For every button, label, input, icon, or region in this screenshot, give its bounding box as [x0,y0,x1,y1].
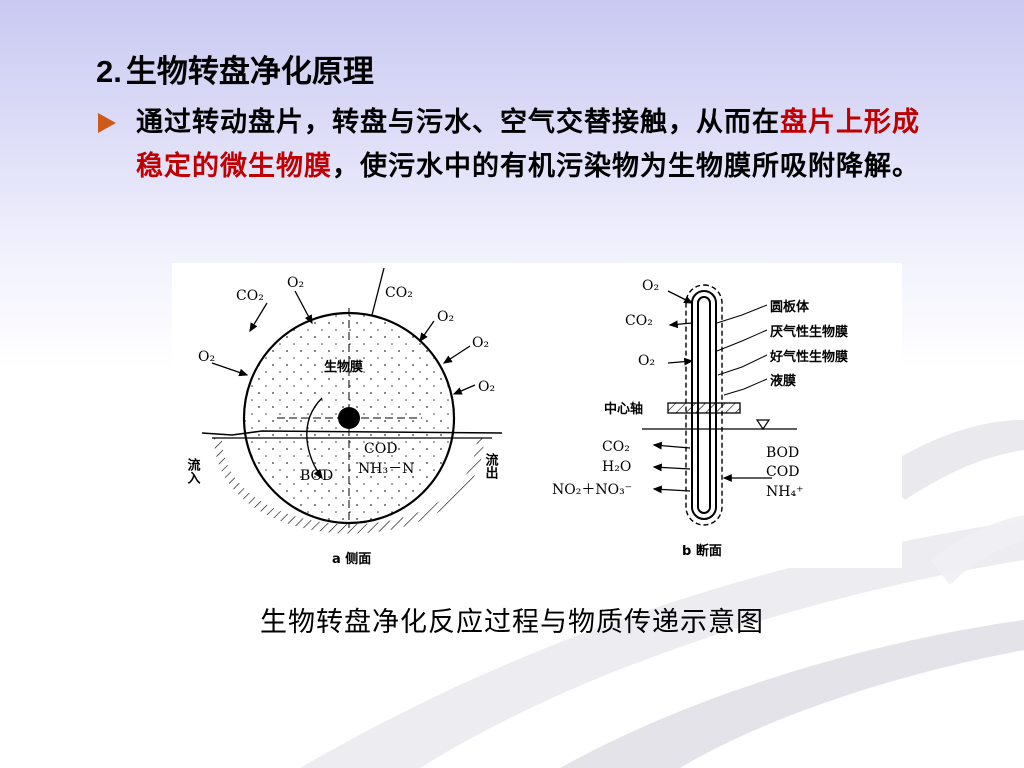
label-co2-b: CO₂ [385,285,413,301]
co2-out-arrow-b [668,320,693,329]
label-biofilm: 生物膜 [324,359,363,375]
label-axis: 中心轴 [604,401,643,417]
label-aerobic: 好气性生物膜 [769,349,848,365]
label-o2-c: O₂ [472,335,489,351]
label-o2-d: O₂ [478,379,495,395]
o2-in-arrow-d [452,384,476,395]
label-outflow: 流出 [483,452,499,480]
o2-in-arrow-a [294,290,313,325]
water-level-icon [755,419,771,431]
paragraph-highlight: 盘片上形成稳定的微生物膜 [136,107,920,182]
diagram-svg: CO₂ O₂ CO₂ O₂ O₂ O₂ O₂ 生物膜 COD NH₃－N BOD… [185,267,848,567]
h2o-arrow [652,463,691,472]
leader-disc [716,304,768,324]
co2-out-arrow [249,302,268,333]
label-o2-mid: O₂ [638,353,655,369]
section-view-caption: b 断面 [682,543,722,559]
label-inflow: 流入 [185,457,201,484]
label-o2-left: O₂ [198,349,215,365]
leader-liquid [723,378,768,396]
o2-in-arrow-c [442,345,471,364]
label-bod: BOD [300,468,333,484]
label-o2-top: O₂ [642,278,659,294]
leader-aerobic [717,354,768,376]
leader-anaerobic [716,329,768,352]
title-text: 生物转盘净化原理 [125,54,374,90]
figure-caption: 生物转盘净化反应过程与物质传递示意图 [260,607,764,638]
arrow-bullet-icon [98,113,116,133]
center-axis-plate [667,402,741,414]
label-nh3n: NH₃－N [358,461,414,477]
side-view: CO₂ O₂ CO₂ O₂ O₂ O₂ O₂ 生物膜 COD NH₃－N BOD… [185,267,503,567]
o2-mid-arrow [667,357,694,366]
o2-in-arrow-left [211,362,249,377]
bullet-paragraph: 通过转动盘片，转盘与污水、空气交替接触，从而在盘片上形成稳定的微生物膜，使污水中… [136,101,936,189]
water-line [201,430,503,436]
label-liquid: 液膜 [770,373,796,389]
shaft-center [338,407,360,429]
rotation-arrow [306,397,323,480]
label-co2-a: CO₂ [236,288,264,304]
label-co2-low: CO₂ [602,439,630,455]
title-number: 2. [96,54,122,89]
label-anaerobic: 厌气性生物膜 [770,324,848,340]
label-disc: 圆板体 [770,299,810,315]
o2-top-arrow [667,290,694,304]
o2-in-arrow-b [419,320,435,343]
label-o2-a: O₂ [287,275,304,291]
nitrate-arrow [652,485,691,494]
label-cod-section: COD [766,464,799,480]
paragraph-text-after: ，使污水中的有机污染物为生物膜所吸附降解。 [332,151,920,182]
slide-title: 2.生物转盘净化原理 [96,46,374,91]
paragraph-text-before: 通过转动盘片，转盘与污水、空气交替接触，从而在 [136,107,780,138]
side-view-caption: a 侧面 [332,551,371,567]
co2-line-b [371,267,385,316]
label-co2-section: CO₂ [625,313,653,329]
co2-low-arrow [652,441,691,450]
label-cod: COD [364,441,397,457]
diagram-figure: CO₂ O₂ CO₂ O₂ O₂ O₂ O₂ 生物膜 COD NH₃－N BOD… [172,263,902,568]
label-o2-b: O₂ [437,309,454,325]
label-h2o: H₂O [602,459,631,475]
label-nitrate: NO₂＋NO₃⁻ [552,482,632,498]
label-nh4: NH₄⁺ [766,484,803,500]
section-view: O₂ CO₂ O₂ 圆板体 厌气性生物膜 好气性生物膜 液膜 中心轴 CO₂ H… [552,278,848,559]
label-bod-section: BOD [766,445,799,461]
